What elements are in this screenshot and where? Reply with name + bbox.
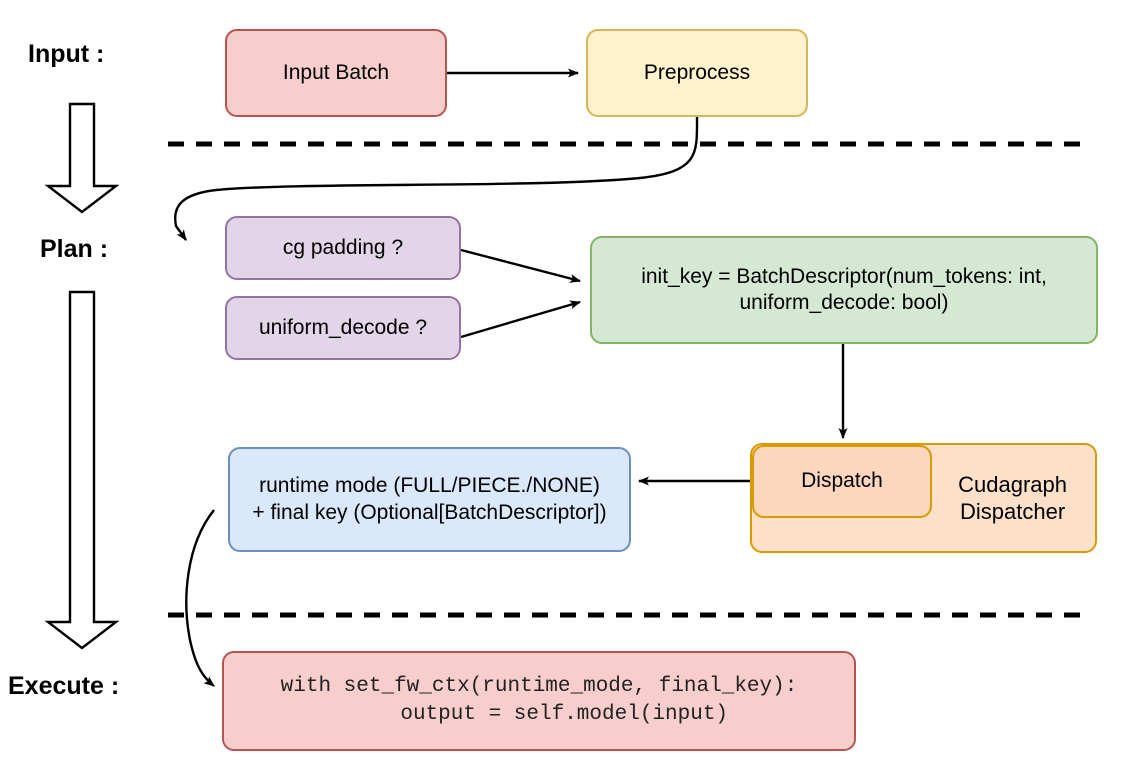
node-dispatch[interactable]: Dispatch — [752, 445, 932, 518]
stage-label-input: Input : — [28, 40, 105, 68]
connector-uniform-decode-to-init-key — [460, 300, 581, 339]
execute-code-text: with set_fw_ctx(runtime_mode, final_key)… — [280, 674, 798, 726]
connector-cg-padding-to-init-key — [460, 248, 581, 283]
node-execute-code[interactable]: with set_fw_ctx(runtime_mode, final_key)… — [222, 651, 856, 751]
stage-arrow-input-to-plan-icon — [44, 102, 120, 214]
node-input-batch[interactable]: Input Batch — [225, 29, 447, 117]
node-uniform-decode[interactable]: uniform_decode ? — [225, 296, 461, 360]
node-runtime-mode[interactable]: runtime mode (FULL/PIECE./NONE) + final … — [228, 447, 631, 552]
node-cg-padding[interactable]: cg padding ? — [225, 216, 461, 280]
connector-preprocess-to-cg-padding — [174, 116, 699, 241]
node-preprocess[interactable]: Preprocess — [586, 29, 808, 117]
stage-arrow-plan-to-execute-icon — [44, 290, 120, 650]
stage-label-plan: Plan : — [40, 235, 109, 263]
connector-runtime-mode-to-execute-code — [185, 509, 215, 687]
stage-label-execute: Execute : — [8, 672, 120, 700]
node-init-key[interactable]: init_key = BatchDescriptor(num_tokens: i… — [590, 236, 1098, 344]
